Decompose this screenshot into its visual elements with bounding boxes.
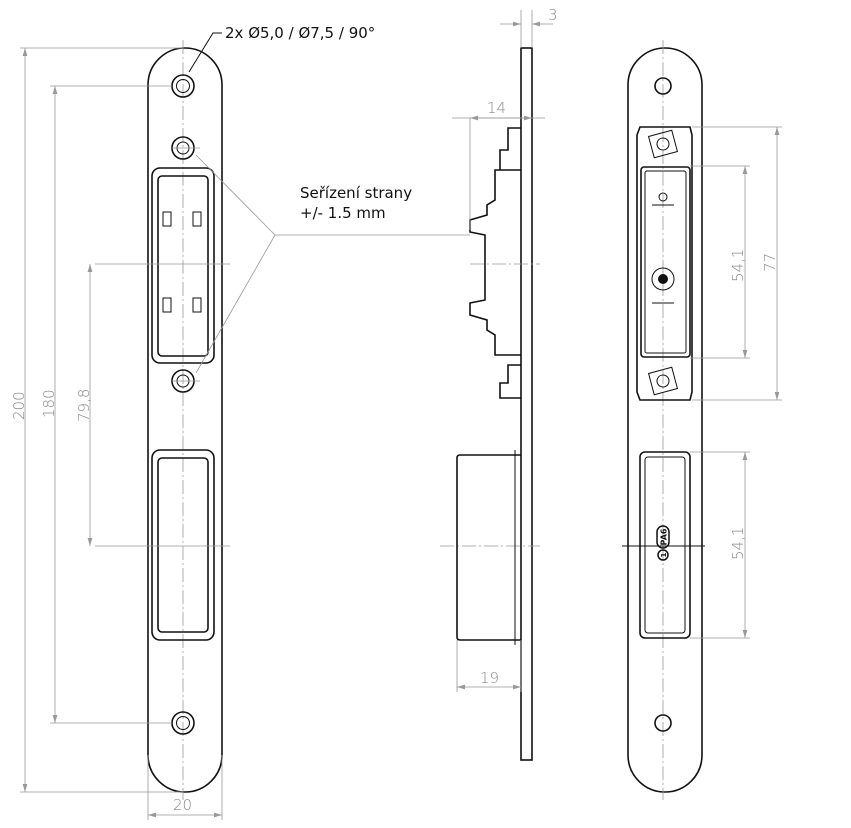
latch-pocket [151, 167, 215, 364]
latch-assembly-side [469, 127, 521, 399]
dim-plate-width: 20 [173, 796, 192, 814]
dim-upper-height: 77 [761, 253, 779, 272]
back-dimensions: 77 54,1 54,1 [690, 126, 782, 639]
adjust-note-title: Seřízení strany [300, 184, 412, 202]
dim-plate-thickness: 3 [548, 6, 558, 24]
adjust-note-range: +/- 1.5 mm [300, 204, 386, 222]
bolt-box-side [456, 454, 521, 641]
adjust-screw-top [171, 136, 200, 160]
dim-lower-inner: 54,1 [729, 527, 747, 560]
hole-spec-note: 2x Ø5,0 / Ø7,5 / 90° [225, 24, 375, 42]
front-dimensions: 200 180 79,8 20 [10, 47, 223, 820]
adjust-screw-bottom [171, 369, 200, 393]
back-hole-top [654, 77, 672, 95]
svg-text:PA6: PA6 [660, 528, 669, 545]
dim-upper-depth: 14 [487, 99, 506, 117]
svg-text:1: 1 [660, 552, 668, 557]
side-view [440, 47, 540, 761]
back-hole-bottom [654, 714, 672, 732]
latch-housing [636, 126, 693, 401]
back-view: PA6 1 [622, 40, 705, 800]
annotations: 2x Ø5,0 / Ø7,5 / 90° Seřízení strany +/-… [188, 24, 470, 374]
bolt-housing: PA6 1 [622, 451, 705, 639]
front-view [95, 40, 230, 800]
side-plate [520, 47, 533, 761]
dim-pocket-spacing: 79,8 [75, 389, 93, 422]
back-plate-outline [627, 47, 703, 793]
bolt-pocket [151, 449, 215, 641]
dim-hole-spacing: 180 [40, 389, 58, 418]
side-dimensions: 3 14 19 [452, 6, 558, 692]
material-mark: PA6 1 [656, 525, 670, 561]
dim-upper-inner: 54,1 [729, 249, 747, 282]
dim-lower-depth: 19 [480, 669, 499, 687]
dim-overall-length: 200 [10, 391, 28, 420]
